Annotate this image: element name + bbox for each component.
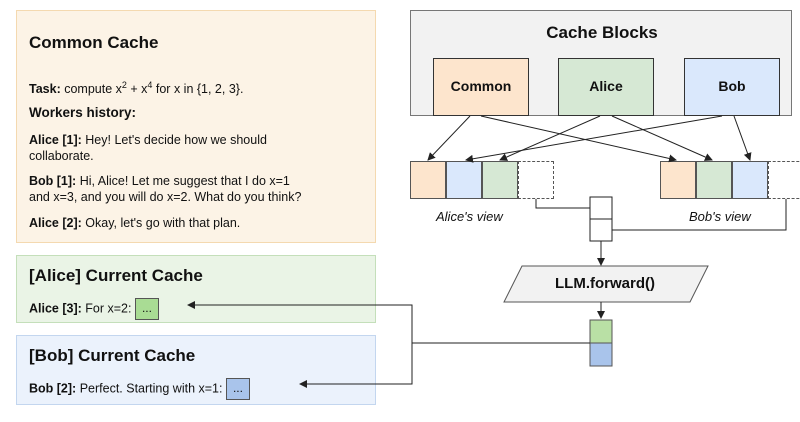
task-line: Task: compute x2 + x4 for x in {1, 2, 3}… bbox=[29, 77, 365, 97]
history-text: Okay, let's go with that plan. bbox=[81, 216, 241, 230]
bob-pending-token: ... bbox=[225, 378, 250, 400]
arrow-common-to-alice-view bbox=[427, 115, 471, 161]
workers-history-title: Workers history: bbox=[29, 105, 137, 120]
feedback-wire-to-bob bbox=[299, 342, 590, 388]
merge-stack-bottom bbox=[589, 218, 613, 242]
bob-view-bob-segment bbox=[732, 161, 768, 199]
arrow-bob-to-bob-view bbox=[733, 115, 752, 161]
alice-current-line: Alice [3]: For x=2: ... bbox=[29, 298, 365, 320]
history-speaker: Alice [1]: bbox=[29, 133, 82, 147]
task-sup-2: 4 bbox=[147, 80, 153, 90]
alice-current-speaker: Alice [3]: bbox=[29, 301, 82, 316]
bob-view-common-segment bbox=[660, 161, 696, 199]
history-entry-bob-1: Bob [1]: Hi, Alice! Let me suggest that … bbox=[29, 173, 365, 205]
history-text: Hi, Alice! Let me suggest that I do x=1 bbox=[76, 174, 290, 188]
common-block: Common bbox=[433, 58, 529, 116]
alice-current-cache-panel: [Alice] Current Cache Alice [3]: For x=2… bbox=[16, 255, 376, 323]
feedback-wire-to-alice bbox=[187, 301, 590, 344]
task-text-pre: compute x bbox=[60, 82, 122, 97]
bob-current-cache-panel: [Bob] Current Cache Bob [2]: Perfect. St… bbox=[16, 335, 376, 405]
alice-pending-token: ... bbox=[134, 298, 159, 320]
arrow-common-to-bob-view bbox=[480, 115, 677, 163]
history-entry-alice-1: Alice [1]: Hey! Let's decide how we shou… bbox=[29, 132, 365, 164]
history-text-cont: and x=3, and you will do x=2. What do yo… bbox=[29, 190, 302, 204]
llm-forward-shape bbox=[503, 265, 709, 303]
bob-view-label: Bob's view bbox=[689, 209, 751, 224]
bob-view-alice-segment bbox=[696, 161, 732, 199]
bob-block: Bob bbox=[684, 58, 780, 116]
merge-stack-top bbox=[589, 196, 613, 220]
task-text-mid: + x bbox=[126, 82, 148, 97]
history-text: Hey! Let's decide how we should bbox=[81, 133, 267, 147]
alice-view-alice-segment bbox=[482, 161, 518, 199]
cache-blocks-title: Cache Blocks bbox=[546, 23, 658, 42]
bob-current-speaker: Bob [2]: bbox=[29, 381, 77, 396]
alice-current-text: For x=2: bbox=[81, 301, 135, 316]
bob-view-pending-segment bbox=[768, 161, 800, 199]
wire-bob-view-to-stack bbox=[612, 199, 787, 231]
alice-view-label: Alice's view bbox=[436, 209, 503, 224]
task-text-post: for x in {1, 2, 3}. bbox=[152, 82, 244, 97]
history-text-cont: collaborate. bbox=[29, 149, 94, 163]
output-token-bob bbox=[589, 342, 613, 367]
bob-current-text: Perfect. Starting with x=1: bbox=[76, 381, 226, 396]
task-label: Task: bbox=[29, 82, 61, 97]
alice-view-pending-segment bbox=[518, 161, 554, 199]
common-cache-title: Common Cache bbox=[29, 33, 159, 52]
arrow-alice-to-bob-view bbox=[611, 115, 713, 161]
alice-view-common-segment bbox=[410, 161, 446, 199]
wire-alice-view-to-stack bbox=[535, 199, 590, 209]
alice-current-cache-title: [Alice] Current Cache bbox=[29, 266, 203, 285]
history-speaker: Bob [1]: bbox=[29, 174, 77, 188]
alice-view-bob-segment bbox=[446, 161, 482, 199]
llm-forward-label: LLM.forward() bbox=[555, 275, 655, 292]
arrow-bob-to-alice-view bbox=[465, 115, 723, 163]
alice-block: Alice bbox=[558, 58, 654, 116]
common-cache-panel: Common Cache Task: compute x2 + x4 for x… bbox=[16, 10, 376, 243]
bob-current-cache-title: [Bob] Current Cache bbox=[29, 346, 196, 365]
task-sup-1: 2 bbox=[121, 80, 127, 90]
history-speaker: Alice [2]: bbox=[29, 216, 82, 230]
history-entry-alice-2: Alice [2]: Okay, let's go with that plan… bbox=[29, 215, 365, 231]
output-token-alice bbox=[589, 319, 613, 344]
arrow-alice-to-alice-view bbox=[499, 115, 601, 161]
bob-current-line: Bob [2]: Perfect. Starting with x=1: ... bbox=[29, 378, 365, 400]
